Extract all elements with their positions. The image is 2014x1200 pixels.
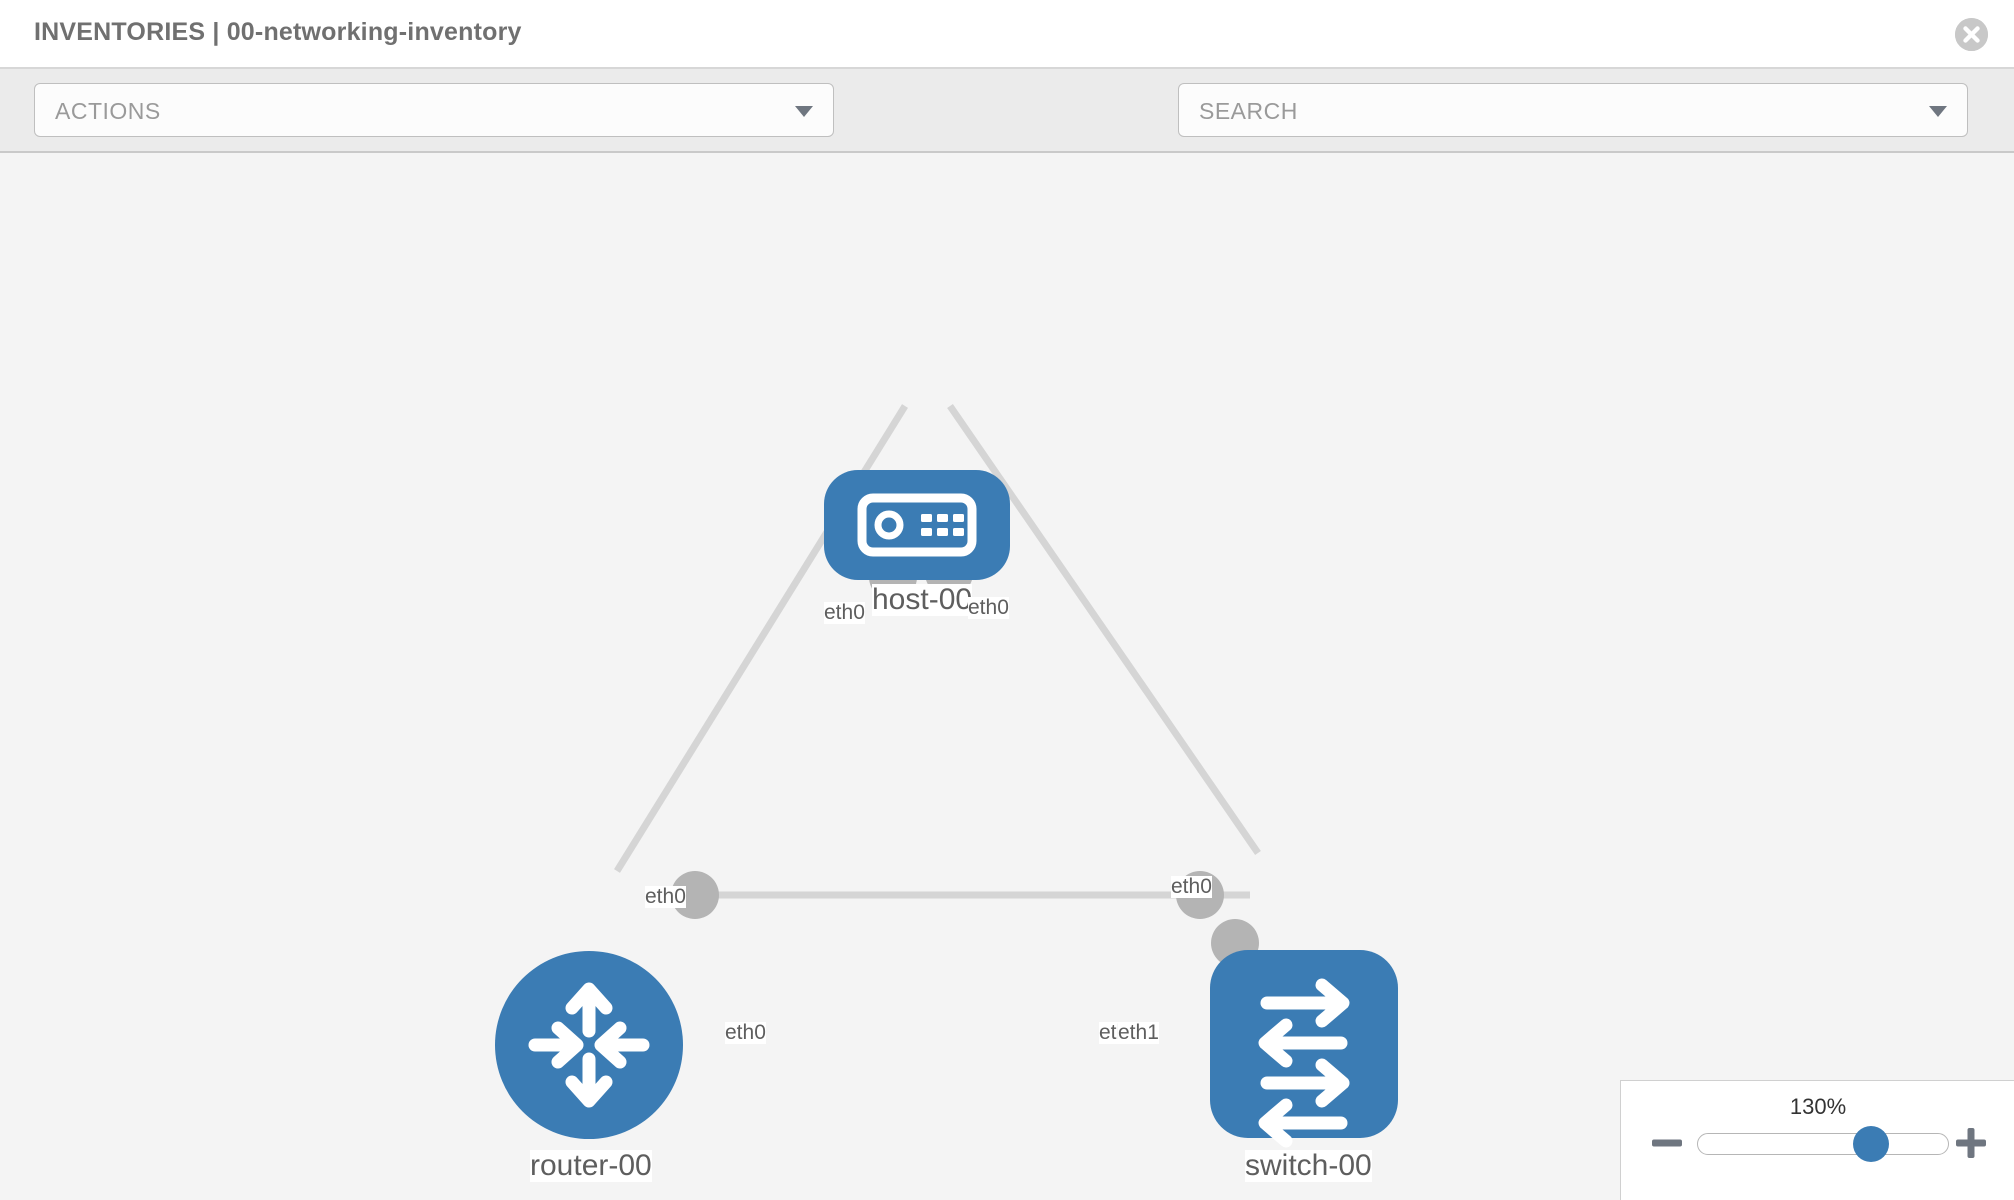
node-label-host-00: host-00 [872,583,973,616]
link-host-switch [947,404,1261,855]
topology-graph [495,404,1398,1148]
zoom-slider[interactable] [1697,1133,1949,1155]
zoom-slider-thumb[interactable] [1853,1126,1889,1162]
search-input[interactable]: SEARCH [1178,83,1968,137]
node-host-00[interactable] [824,470,1010,580]
page-title: INVENTORIES | 00-networking-inventory [34,18,522,46]
zoom-control-panel: 130% [1620,1080,2014,1200]
router-arrows-icon [528,982,650,1108]
page-header: INVENTORIES | 00-networking-inventory [0,0,2014,69]
iface-label: eth0 [645,885,686,909]
close-icon[interactable] [1955,18,1988,51]
toolbar: ACTIONS SEARCH [0,69,2014,196]
minus-icon[interactable] [1649,1125,1685,1161]
actions-dropdown-label: ACTIONS [55,98,161,124]
iface-label: eth0 [968,596,1009,620]
iface-label: eth0 [1171,875,1212,899]
node-switch-00[interactable] [1210,950,1398,1148]
topology-canvas[interactable]: host-00 router-00 switch-00 eth0 eth0 et… [0,153,2014,1200]
chevron-down-icon [795,106,813,117]
search-placeholder: SEARCH [1199,98,1298,124]
iface-label: eth0 [725,1021,766,1045]
plus-icon[interactable] [1953,1125,1989,1161]
iface-label: eth1 [1118,1021,1159,1045]
iface-label: eth0 [824,601,865,625]
switch-arrows-icon [1258,978,1350,1148]
node-router-00[interactable] [495,951,683,1139]
zoom-level-label: 130% [1789,1094,1847,1119]
actions-dropdown[interactable]: ACTIONS [34,83,834,137]
chevron-down-icon[interactable] [1929,106,1947,117]
node-label-router-00: router-00 [530,1149,652,1182]
node-label-switch-00: switch-00 [1245,1149,1372,1182]
